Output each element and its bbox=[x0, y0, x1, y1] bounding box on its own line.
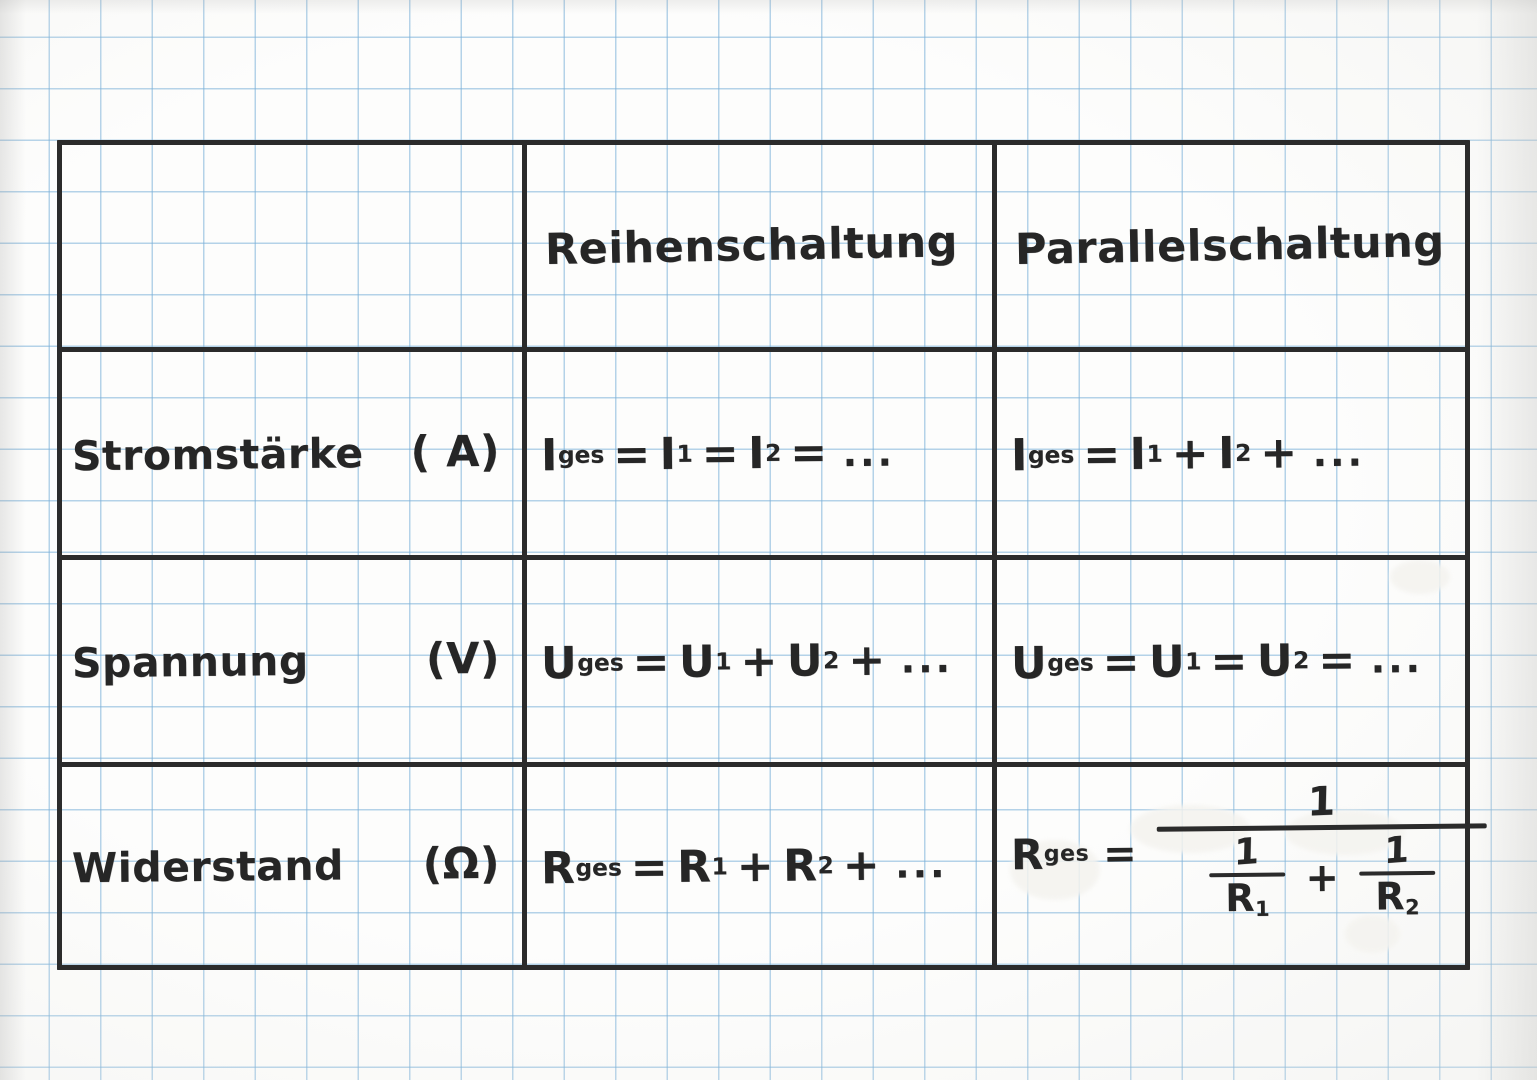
row-label-spannung: Spannung (V) bbox=[62, 560, 522, 762]
formula-term1-symbol: I bbox=[1129, 428, 1147, 481]
row-label-quantity: Stromstärke bbox=[71, 428, 364, 480]
reciprocal-term-2: 1 R2 bbox=[1355, 829, 1440, 920]
fraction-operator: + bbox=[1305, 854, 1340, 902]
formula-equals: = bbox=[630, 841, 669, 893]
formula-total-subscript: ges bbox=[557, 441, 605, 470]
fraction-numerator: 1 bbox=[1306, 778, 1337, 826]
reciprocal-subscript: 2 bbox=[1404, 895, 1421, 920]
reciprocal-numerator: 1 bbox=[1383, 829, 1411, 873]
formula-term1-symbol: U bbox=[1148, 635, 1186, 688]
formula-operator-trailing: + bbox=[848, 634, 886, 686]
fraction-denominator: 1 R1 + 1 R2 bbox=[1205, 829, 1440, 922]
row-label-widerstand: Widerstand (Ω) bbox=[62, 767, 522, 965]
formula-operator-trailing: = bbox=[789, 427, 828, 479]
formula-equals: = bbox=[612, 429, 651, 481]
formula-term2-subscript: 2 bbox=[817, 851, 834, 879]
formula-total-symbol: I bbox=[540, 430, 559, 482]
formula-ellipsis: ... bbox=[1312, 430, 1366, 475]
column-header-series-text: Reihenschaltung bbox=[544, 217, 959, 276]
formula-ellipsis: ... bbox=[894, 842, 948, 887]
formula-equals: = bbox=[1082, 429, 1121, 481]
column-header-parallelschaltung: Parallelschaltung bbox=[995, 141, 1467, 352]
formula-term2-subscript: 2 bbox=[764, 439, 782, 467]
formula-ellipsis: ... bbox=[900, 636, 954, 682]
reciprocal-term-1: 1 R1 bbox=[1205, 830, 1290, 922]
table-border-top bbox=[57, 140, 1470, 145]
formula-operator-trailing: + bbox=[1259, 427, 1298, 479]
column-header-parallel-text: Parallelschaltung bbox=[1014, 216, 1445, 276]
formula-operator: = bbox=[701, 428, 740, 480]
formula-term1-symbol: U bbox=[678, 635, 716, 688]
table-corner-cell bbox=[62, 145, 522, 347]
formula-operator: = bbox=[1210, 635, 1249, 687]
formula-ellipsis: ... bbox=[1370, 636, 1424, 682]
formula-term1-subscript: 1 bbox=[1185, 647, 1202, 675]
formula-term1-symbol: I bbox=[659, 428, 677, 481]
formula-term2-subscript: 2 bbox=[1292, 646, 1310, 674]
formula-operator-trailing: + bbox=[842, 839, 881, 891]
table-column-divider-2 bbox=[992, 140, 997, 970]
table-border-right bbox=[1465, 140, 1470, 970]
formula-total-symbol: U bbox=[540, 637, 578, 689]
formula-total-subscript: ges bbox=[577, 648, 624, 677]
formula-total-subscript: ges bbox=[1027, 441, 1075, 470]
formula-total-symbol: R bbox=[1010, 829, 1045, 880]
formula-total-subscript: ges bbox=[575, 853, 622, 882]
comparison-table: Reihenschaltung Parallelschaltung Stroms… bbox=[57, 140, 1487, 970]
formula-term1-subscript: 1 bbox=[676, 440, 693, 468]
formula-operator: + bbox=[1171, 428, 1210, 480]
table-row-divider-2 bbox=[57, 555, 1470, 560]
formula-term1-symbol: R bbox=[676, 841, 712, 893]
table-row-divider-3 bbox=[57, 762, 1470, 767]
formula-term2-symbol: R bbox=[782, 839, 818, 892]
table-row-divider-1 bbox=[57, 347, 1470, 352]
formula-total-symbol: U bbox=[1010, 637, 1048, 689]
formula-term2-subscript: 2 bbox=[822, 646, 840, 674]
row-label-unit: ( A) bbox=[410, 426, 501, 478]
reciprocal-numerator: 1 bbox=[1233, 830, 1261, 874]
formula-total-symbol: I bbox=[1010, 430, 1029, 482]
row-label-unit: (V) bbox=[425, 633, 501, 685]
formula-equals: = bbox=[1102, 636, 1141, 688]
formula-operator-trailing: = bbox=[1318, 634, 1356, 686]
reciprocal-denominator: R2 bbox=[1374, 874, 1421, 920]
table-column-divider-1 bbox=[522, 140, 527, 970]
formula-term2-symbol: I bbox=[1217, 427, 1236, 480]
row-label-unit: (Ω) bbox=[422, 838, 501, 890]
compound-fraction: 1 1 R1 + 1 R2 bbox=[1156, 778, 1487, 922]
formula-term2-symbol: U bbox=[786, 634, 824, 687]
formula-total-symbol: R bbox=[540, 842, 576, 894]
formula-equals: = bbox=[1102, 830, 1138, 877]
formula-total-subscript: ges bbox=[1047, 648, 1094, 677]
reciprocal-denominator: R1 bbox=[1224, 875, 1271, 922]
row-label-quantity: Widerstand bbox=[71, 841, 345, 893]
formula-term1-subscript: 1 bbox=[1146, 440, 1163, 468]
formula-term1-subscript: 1 bbox=[711, 852, 728, 881]
table-border-bottom bbox=[57, 965, 1470, 970]
column-header-reihenschaltung: Reihenschaltung bbox=[525, 141, 994, 352]
formula-ellipsis: ... bbox=[842, 430, 896, 475]
formula-term2-symbol: U bbox=[1256, 634, 1294, 687]
row-label-stromstaerke: Stromstärke ( A) bbox=[62, 352, 522, 555]
formula-equals: = bbox=[632, 636, 671, 688]
formula-term2-subscript: 2 bbox=[1234, 439, 1252, 467]
reciprocal-subscript: 1 bbox=[1254, 896, 1271, 921]
formula-operator: + bbox=[736, 840, 775, 892]
reciprocal-symbol: R bbox=[1374, 874, 1406, 919]
formula-total-subscript: ges bbox=[1043, 841, 1090, 867]
reciprocal-symbol: R bbox=[1224, 875, 1256, 920]
formula-term1-subscript: 1 bbox=[715, 647, 732, 675]
table-border-left bbox=[57, 140, 62, 970]
row-label-quantity: Spannung bbox=[71, 636, 309, 688]
formula-operator: + bbox=[740, 635, 779, 687]
formula-term2-symbol: I bbox=[747, 427, 766, 480]
